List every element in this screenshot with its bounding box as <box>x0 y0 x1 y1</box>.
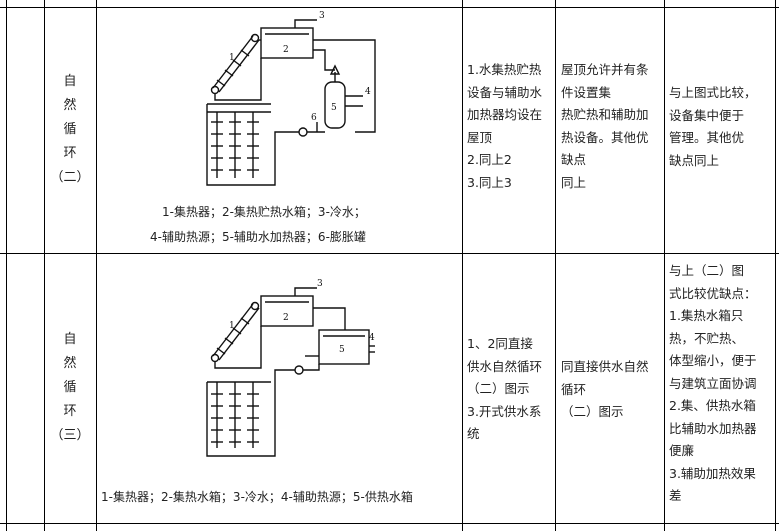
building-risers <box>207 103 271 178</box>
diagram-label: 1 <box>229 53 235 63</box>
table-row-divider <box>0 7 779 8</box>
diagram-label: 6 <box>311 113 317 123</box>
category-char: （三） <box>50 428 90 443</box>
diagram-caption: 4-辅助热源；5-辅助水加热器；6-膨胀罐 <box>150 230 366 244</box>
collector-end-circle <box>250 33 260 43</box>
supply-tank <box>318 329 370 365</box>
category-char: 循 <box>63 122 77 137</box>
cell-equipment-location: 1.水集热贮热 设备与辅助水 加热器均设在 屋顶 2.同上2 3.同上3 <box>467 62 543 190</box>
table-border-right <box>775 0 776 531</box>
category-char: 循 <box>63 380 77 395</box>
storage-tank <box>260 27 314 59</box>
collector-tank <box>260 295 314 327</box>
cell-applicable-conditions: 屋顶允许并有条 件设置集 热贮热和辅助加 热设备。其他优 缺点 同上 <box>561 62 649 190</box>
cell-pros-cons: 与上图式比较， 设备集中便于 管理。其他优 缺点同上 <box>669 85 757 168</box>
diagram-caption: 1-集热器；2-集热贮热水箱；3-冷水； <box>162 205 366 219</box>
table-column-divider <box>44 0 45 531</box>
solar-collector <box>212 35 260 93</box>
category-char: 然 <box>63 98 77 113</box>
diagram-label: 1 <box>229 321 235 331</box>
row-category-label: 自 然 循 环 （二） <box>42 70 98 190</box>
system-diagram-natural-circulation-3: 1 2 3 4 5 <box>206 279 375 457</box>
diagram-label: 5 <box>331 103 337 113</box>
category-char: 环 <box>63 146 77 161</box>
category-char: （二） <box>50 170 90 185</box>
row-category-label: 自 然 循 环 （三） <box>42 328 98 448</box>
system-diagram-natural-circulation-2: 1 2 3 4 5 6 <box>206 11 376 186</box>
diagram-label: 5 <box>339 345 345 355</box>
diagram-label: 2 <box>283 313 289 323</box>
cell-applicable-conditions: 同直接供水自然 循环 （二）图示 <box>561 359 649 419</box>
table-column-divider <box>664 0 665 531</box>
cell-pros-cons: 与上（二）图 式比较优缺点： 1.集热水箱只 热，不贮热、 体型缩小，便于 与建… <box>669 263 757 503</box>
category-char: 然 <box>63 356 77 371</box>
table-border-left <box>6 0 7 531</box>
diagram-label: 2 <box>283 45 289 55</box>
diagram-label: 3 <box>317 279 323 289</box>
collector-end-circle <box>210 85 220 95</box>
building-risers <box>207 381 271 448</box>
category-char: 自 <box>63 74 77 89</box>
table-column-divider <box>555 0 556 531</box>
diagram-caption: 1-集热器；2-集热水箱；3-冷水；4-辅助热源；5-供热水箱 <box>101 490 413 504</box>
diagram-label: 4 <box>369 333 375 343</box>
solar-collector <box>212 303 260 361</box>
table-row-divider <box>0 253 779 254</box>
table-row-divider <box>0 523 779 524</box>
diagram-label: 3 <box>319 11 325 21</box>
category-char: 环 <box>63 404 77 419</box>
category-char: 自 <box>63 332 77 347</box>
diagram-label: 4 <box>365 87 371 97</box>
cell-equipment-location: 1、2同直接 供水自然循环 （二）图示 3.开式供水系 统 <box>467 336 543 441</box>
table-column-divider <box>462 0 463 531</box>
table-column-divider <box>96 0 97 531</box>
